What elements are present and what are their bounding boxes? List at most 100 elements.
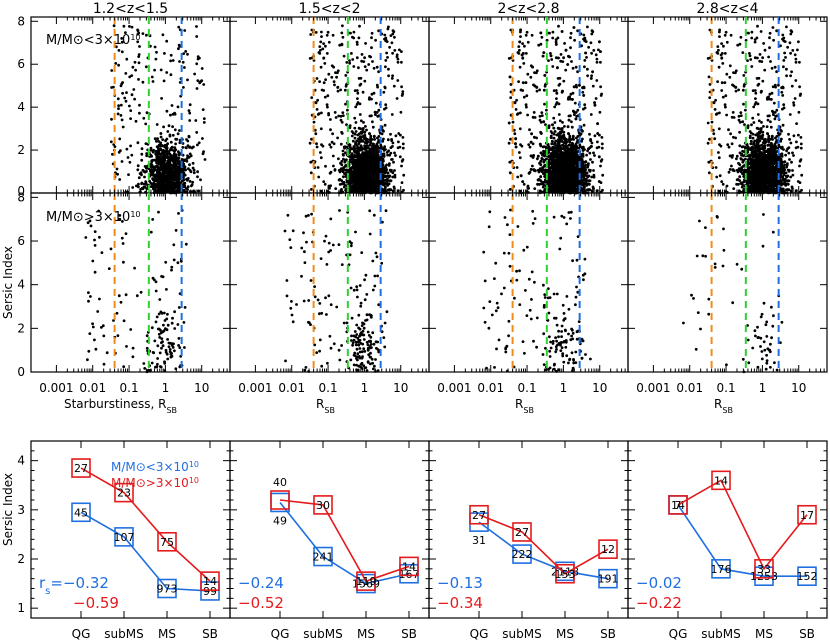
scatter-point <box>142 116 146 120</box>
scatter-point <box>329 145 333 149</box>
scatter-point <box>341 175 345 179</box>
scatter-point <box>131 65 135 69</box>
scatter-point <box>127 173 130 177</box>
scatter-point <box>400 164 403 168</box>
scatter-point <box>330 140 334 144</box>
scatter-point <box>521 42 524 45</box>
scatter-point <box>382 152 386 156</box>
scatter-point <box>167 181 171 185</box>
scatter-point <box>382 129 385 133</box>
scatter-point <box>178 60 181 63</box>
scatter-point <box>157 183 161 187</box>
scatter-point <box>582 107 585 111</box>
scatter-point <box>343 88 347 92</box>
scatter-point <box>389 132 392 136</box>
scatter-point <box>162 180 166 184</box>
scatter-point <box>353 126 357 130</box>
scatter-point <box>398 145 402 149</box>
scatter-point <box>173 112 177 116</box>
scatter-point <box>181 60 185 64</box>
scatter-point <box>364 176 368 180</box>
scatter-point <box>115 167 119 171</box>
scatter-point <box>114 62 118 65</box>
scatter-point <box>120 50 124 54</box>
scatter-point <box>166 168 170 172</box>
scatter-point <box>371 125 375 129</box>
scatter-point <box>172 160 176 164</box>
scatter-point <box>399 133 402 137</box>
scatter-point <box>525 94 529 98</box>
scatter-point <box>588 132 591 136</box>
scatter-point <box>553 105 557 109</box>
scatter-point <box>145 187 149 191</box>
scatter-point <box>122 24 126 28</box>
scatter-point <box>348 124 352 128</box>
scatter-point <box>178 129 181 132</box>
scatter-point <box>362 121 365 124</box>
scatter-point <box>136 141 140 145</box>
scatter-point <box>594 53 598 57</box>
scatter-point <box>358 135 362 139</box>
scatter-point <box>186 78 189 82</box>
scatter-point <box>589 113 593 116</box>
scatter-point <box>321 47 325 51</box>
scatter-point <box>155 139 158 143</box>
scatter-point <box>375 83 379 87</box>
scatter-point <box>384 103 388 107</box>
scatter-point <box>322 89 326 92</box>
scatter-point <box>170 104 174 107</box>
scatter-point <box>171 112 175 116</box>
scatter-point <box>173 149 176 153</box>
scatter-point <box>370 31 374 35</box>
scatter-point <box>570 120 573 124</box>
scatter-point <box>137 182 140 186</box>
scatter-point <box>363 130 367 134</box>
scatter-point <box>144 183 147 186</box>
scatter-point <box>127 25 131 28</box>
scatter-point <box>125 147 129 151</box>
scatter-point <box>367 159 371 163</box>
scatter-point <box>112 85 115 89</box>
scatter-point <box>169 174 173 177</box>
scatter-point <box>377 29 380 33</box>
scatter-point <box>358 102 362 106</box>
scatter-point <box>355 139 359 143</box>
scatter-point <box>351 180 354 184</box>
scatter-point <box>391 51 394 55</box>
scatter-point <box>174 137 178 141</box>
scatter-point <box>177 47 180 51</box>
scatter-point <box>355 172 359 176</box>
scatter-point <box>350 134 354 138</box>
scatter-point <box>573 38 576 42</box>
scatter-point <box>195 35 199 38</box>
scatter-point <box>129 109 133 112</box>
scatter-point <box>371 177 375 181</box>
scatter-point <box>196 143 199 147</box>
scatter-point <box>121 91 124 95</box>
scatter-point <box>159 135 163 139</box>
scatter-point <box>517 45 521 48</box>
scatter-point <box>320 35 323 38</box>
scatter-point <box>587 45 590 49</box>
scatter-point <box>172 172 175 176</box>
scatter-point <box>368 96 371 99</box>
scatter-point <box>188 180 192 183</box>
scatter-point <box>192 171 196 175</box>
scatter-point <box>357 140 361 144</box>
scatter-point <box>521 56 525 60</box>
scatter-point <box>381 179 385 183</box>
scatter-point <box>176 105 180 109</box>
scatter-point <box>542 88 546 92</box>
scatter-point <box>336 89 340 93</box>
scatter-point <box>400 181 404 185</box>
scatter-point <box>155 123 159 126</box>
scatter-point <box>111 152 114 156</box>
scatter-point <box>334 116 338 119</box>
scatter-point <box>168 160 171 164</box>
scatter-point <box>325 33 329 37</box>
scatter-point <box>163 144 167 147</box>
scatter-point <box>149 148 153 152</box>
scatter-point <box>333 83 336 87</box>
scatter-point <box>594 97 598 100</box>
scatter-point <box>331 154 335 158</box>
